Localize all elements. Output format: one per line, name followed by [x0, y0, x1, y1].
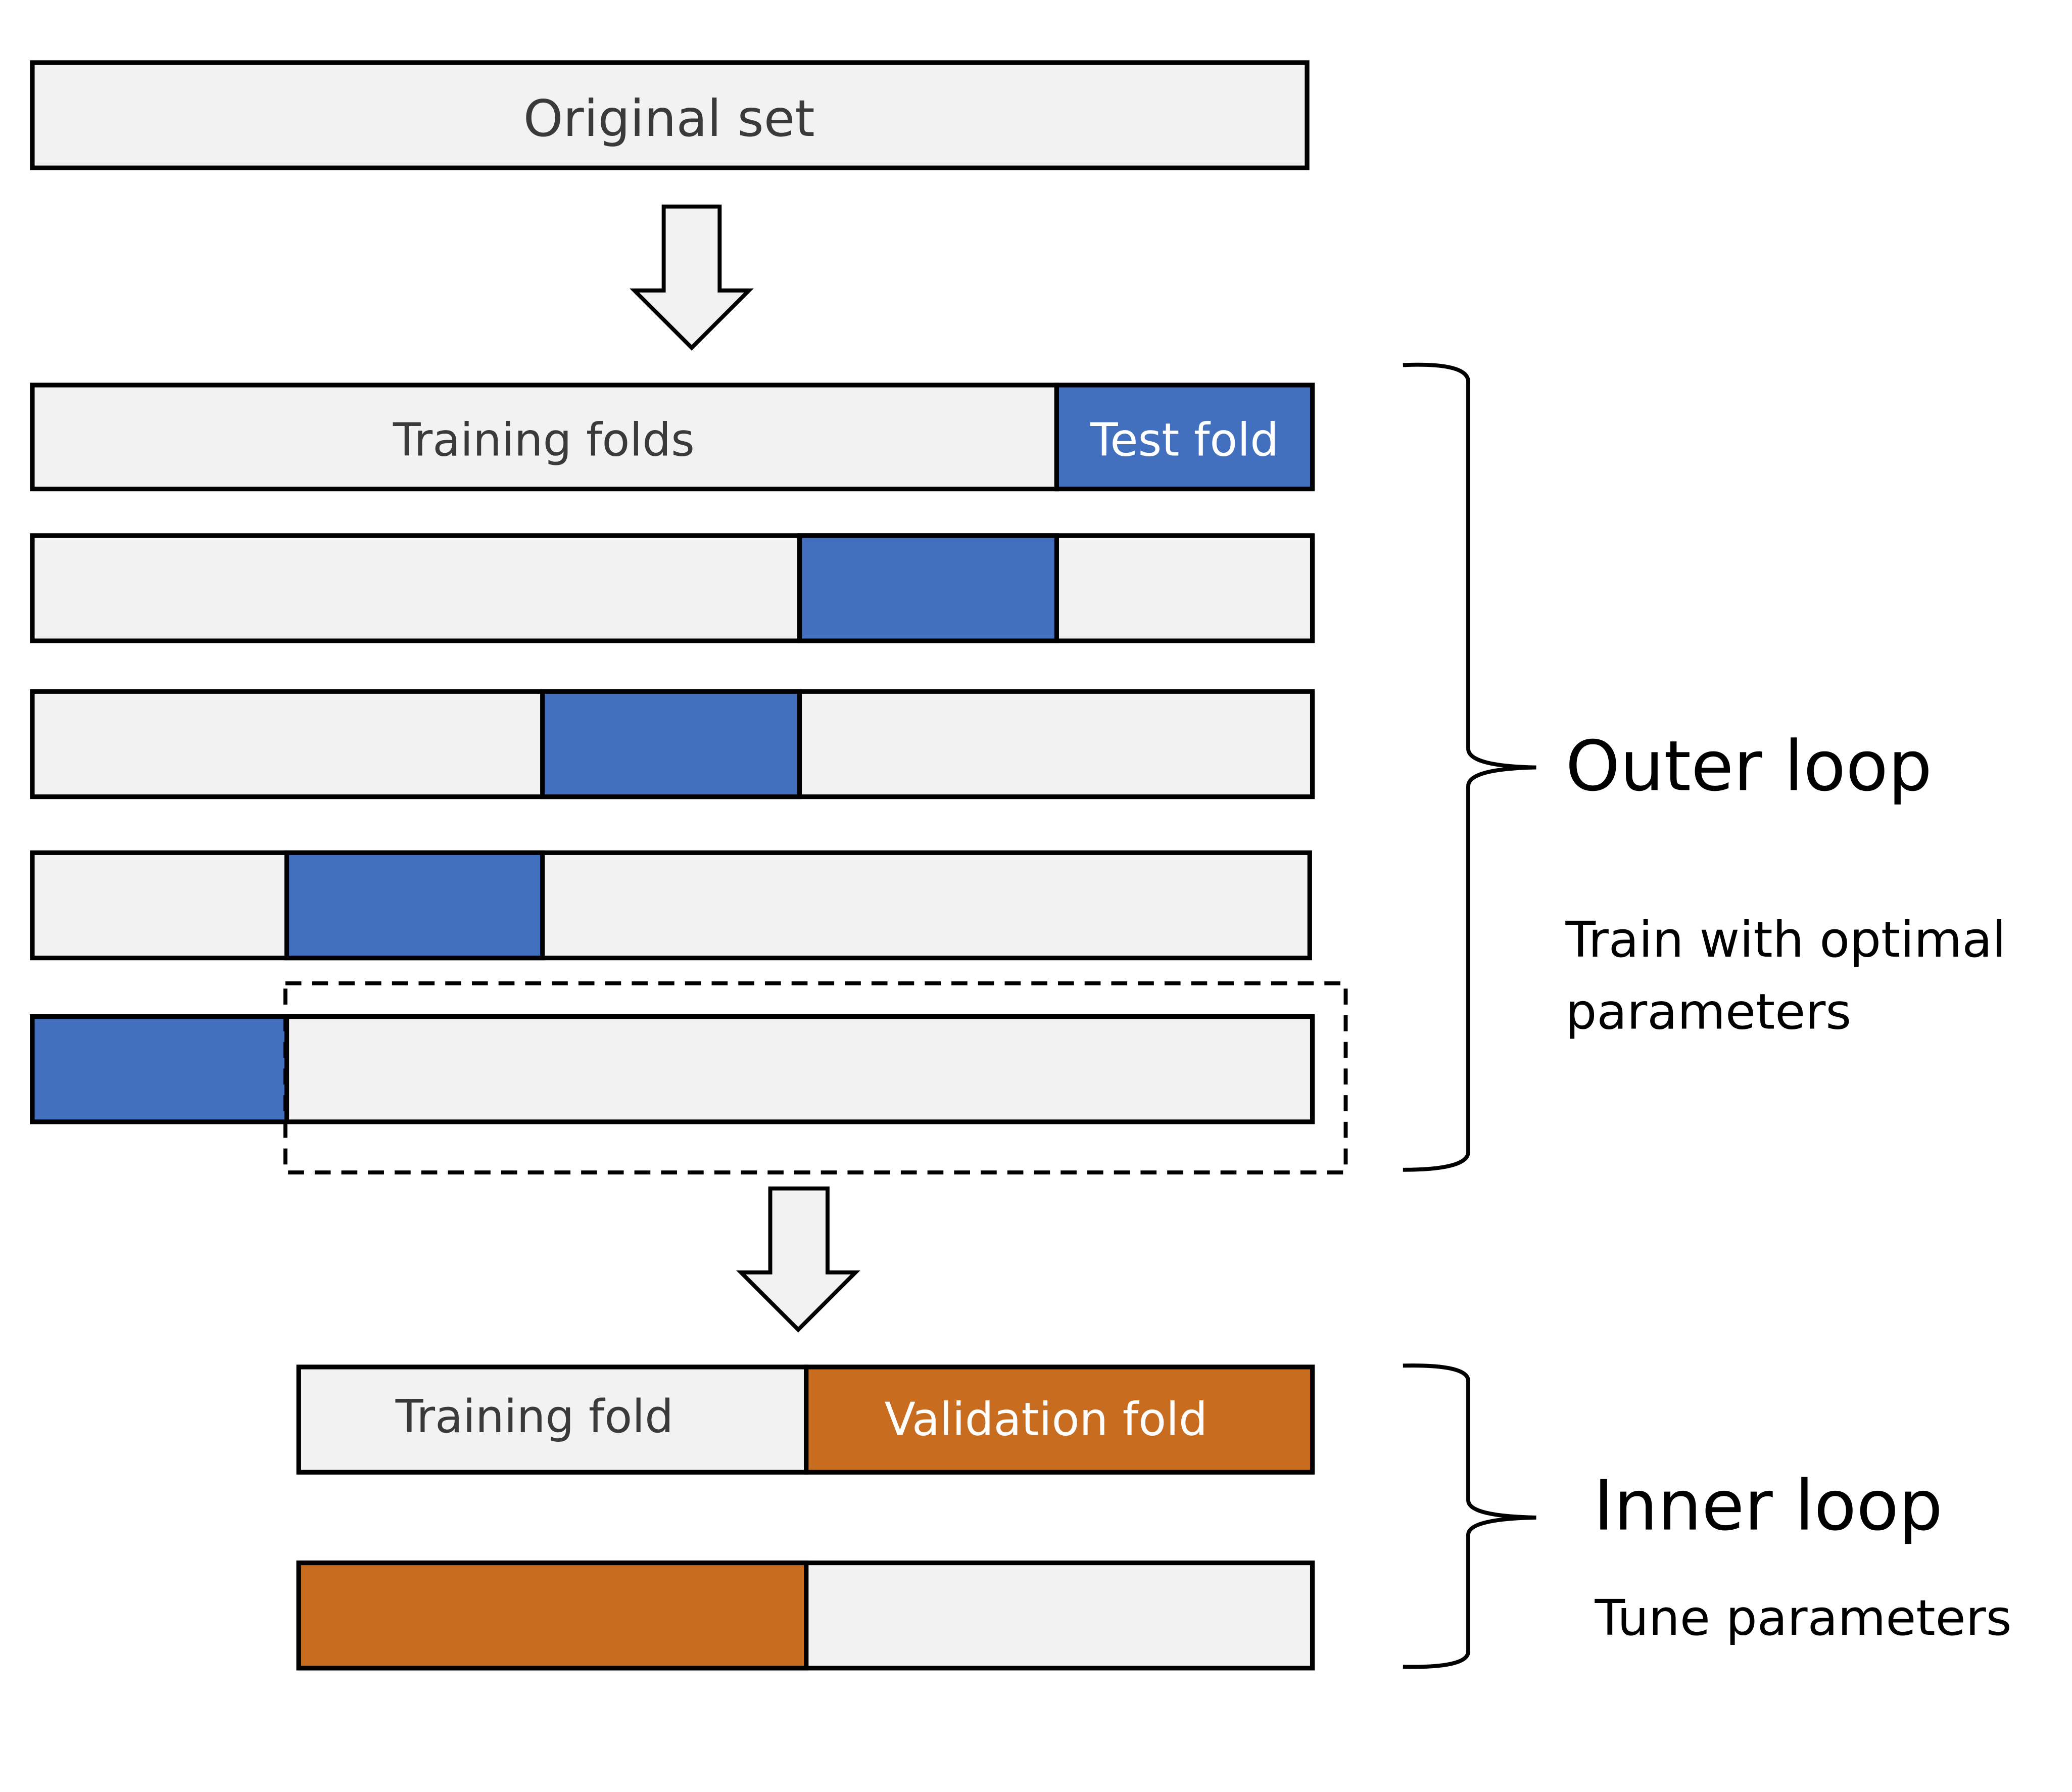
outer-fold-row	[30, 850, 1312, 961]
inner-loop-brace	[1403, 1363, 1536, 1669]
inner-loop-title: Inner loop	[1594, 1466, 1943, 1546]
inner-fold-row	[296, 1560, 1315, 1671]
down-arrow-icon	[630, 204, 754, 351]
inner-fold-row: Training fold Validation fold	[296, 1364, 1315, 1475]
outer-fold-row	[30, 533, 1315, 643]
down-arrow-icon	[736, 1186, 860, 1333]
test-fold-segment	[284, 850, 545, 961]
test-fold-segment	[540, 689, 802, 799]
original-set-box	[30, 60, 1310, 170]
outer-fold-row	[30, 1014, 1315, 1124]
training-fold-segment	[296, 1364, 809, 1475]
dashed-selection-box	[283, 981, 1348, 1175]
test-fold-segment	[797, 533, 1059, 643]
validation-fold-label: Validation fold	[885, 1393, 1208, 1446]
test-fold-label: Test fold	[1090, 414, 1279, 467]
original-set-bar: Original set	[30, 60, 1310, 170]
outer-loop-title: Outer loop	[1565, 726, 1932, 807]
outer-loop-description-line1: Train with optimal	[1565, 911, 2006, 969]
validation-fold-segment	[804, 1364, 1315, 1475]
training-fold-label: Training fold	[395, 1391, 673, 1443]
training-folds-label: Training folds	[393, 414, 695, 467]
original-set-label: Original set	[523, 89, 815, 148]
outer-fold-row: Training folds Test fold	[30, 383, 1315, 492]
outer-loop-description-line2: parameters	[1565, 983, 1851, 1041]
validation-fold-segment	[296, 1560, 809, 1671]
training-fold-segment	[30, 850, 1312, 961]
training-fold-segment	[30, 533, 1315, 643]
inner-loop-rows: Training fold Validation fold	[296, 1364, 1315, 1671]
training-folds-segment	[30, 383, 1059, 492]
outer-loop-brace	[1403, 362, 1536, 1172]
test-fold-segment	[1054, 383, 1315, 492]
inner-loop-description: Tune parameters	[1594, 1589, 2011, 1647]
outer-fold-row	[30, 689, 1315, 799]
outer-loop-rows: Training folds Test fold	[30, 383, 1315, 1124]
test-fold-segment	[30, 1014, 290, 1124]
